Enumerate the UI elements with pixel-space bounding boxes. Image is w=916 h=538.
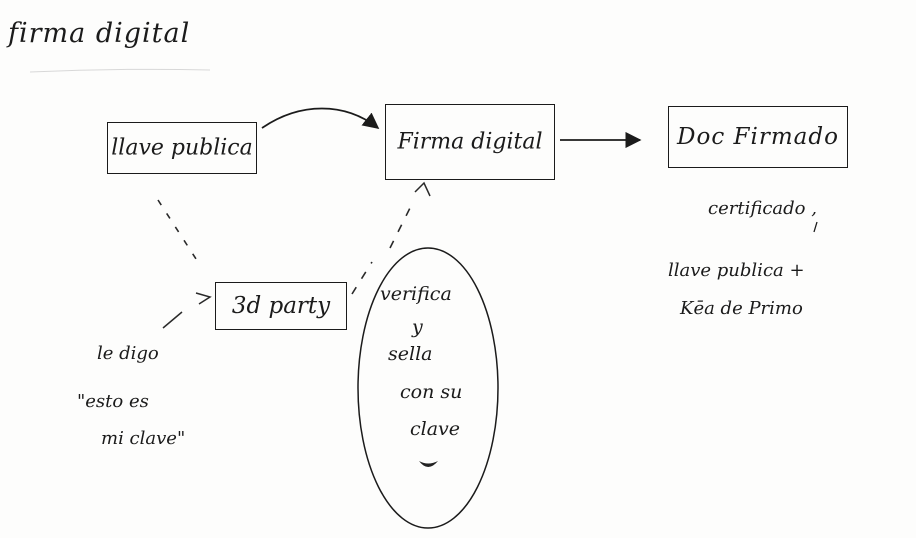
ellipse-line-2: y [412, 316, 423, 338]
node-third-party-label: 3d party [231, 293, 331, 319]
note-left-line-1: le digo [97, 343, 159, 364]
ellipse-line-4: con su [400, 381, 463, 403]
dashed-note-to-3d [162, 311, 183, 329]
note-left-line-2: "esto es [77, 391, 149, 412]
note-right-line-1: certificado , [708, 198, 817, 219]
diagram-title: firma digital [8, 18, 191, 49]
ellipse-mark [419, 461, 438, 467]
ellipse-line-5: clave [410, 418, 461, 440]
node-third-party: 3d party [215, 282, 347, 330]
note-left-line-3: mi clave" [101, 428, 186, 449]
title-underline [29, 68, 211, 73]
dashed-arrowhead-firma [414, 181, 431, 197]
node-llave-publica-label: llave publica [111, 135, 253, 161]
ellipse-line-3: sella [388, 343, 433, 365]
ellipse-line-1: verifica [380, 283, 452, 305]
dashed-llave-to-3d [157, 199, 199, 263]
node-doc-firmado: Doc Firmado [668, 106, 848, 168]
arrow-llave-to-firma [261, 107, 380, 130]
dashed-arrowhead-3d [195, 292, 212, 305]
node-llave-publica: llave publica [107, 122, 257, 174]
note-right-line-3: Kēa de Primo [680, 298, 803, 319]
node-doc-firmado-label: Doc Firmado [677, 124, 839, 150]
dashed-3d-to-firma [351, 203, 413, 295]
node-firma-digital: Firma digital [385, 104, 555, 180]
note-right-line-2: llave publica + [668, 260, 805, 281]
ellipse-verifica [357, 247, 499, 529]
comma-mark [813, 221, 818, 233]
node-firma-digital-label: Firma digital [397, 129, 543, 155]
